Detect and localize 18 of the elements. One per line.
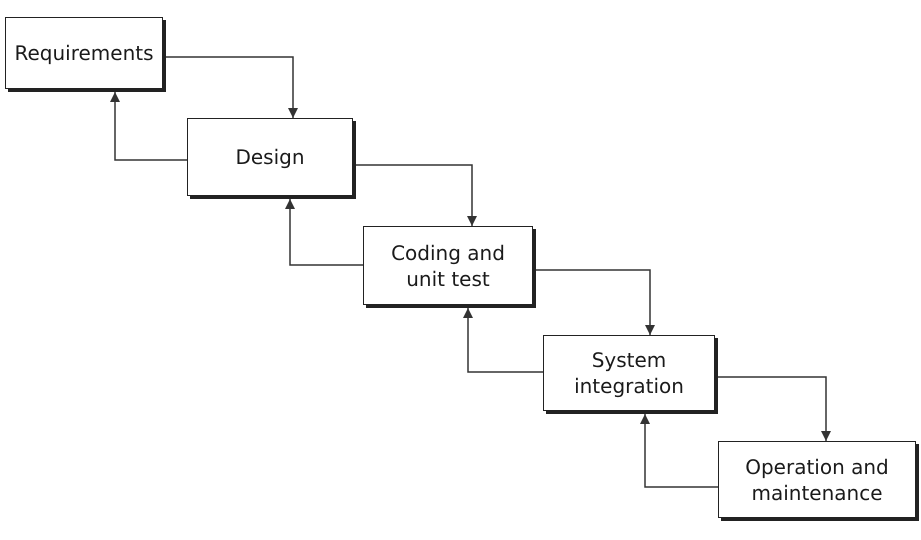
process-box bbox=[187, 118, 353, 196]
arrow bbox=[285, 199, 363, 266]
process-label: Operation and maintenance bbox=[744, 454, 890, 506]
process-box bbox=[718, 441, 916, 518]
arrow bbox=[353, 164, 477, 226]
process-label: Design bbox=[235, 144, 305, 170]
process-label: Coding and unit test bbox=[390, 240, 506, 292]
process-box bbox=[543, 335, 715, 411]
process-box bbox=[5, 17, 163, 89]
process-label: Requirements bbox=[14, 40, 154, 66]
arrow bbox=[110, 92, 187, 161]
arrow bbox=[715, 376, 831, 441]
arrow bbox=[463, 308, 543, 373]
arrow bbox=[533, 269, 655, 335]
arrow bbox=[640, 414, 718, 488]
arrow bbox=[163, 56, 298, 118]
process-box bbox=[363, 226, 533, 305]
process-label: System integration bbox=[573, 347, 685, 399]
